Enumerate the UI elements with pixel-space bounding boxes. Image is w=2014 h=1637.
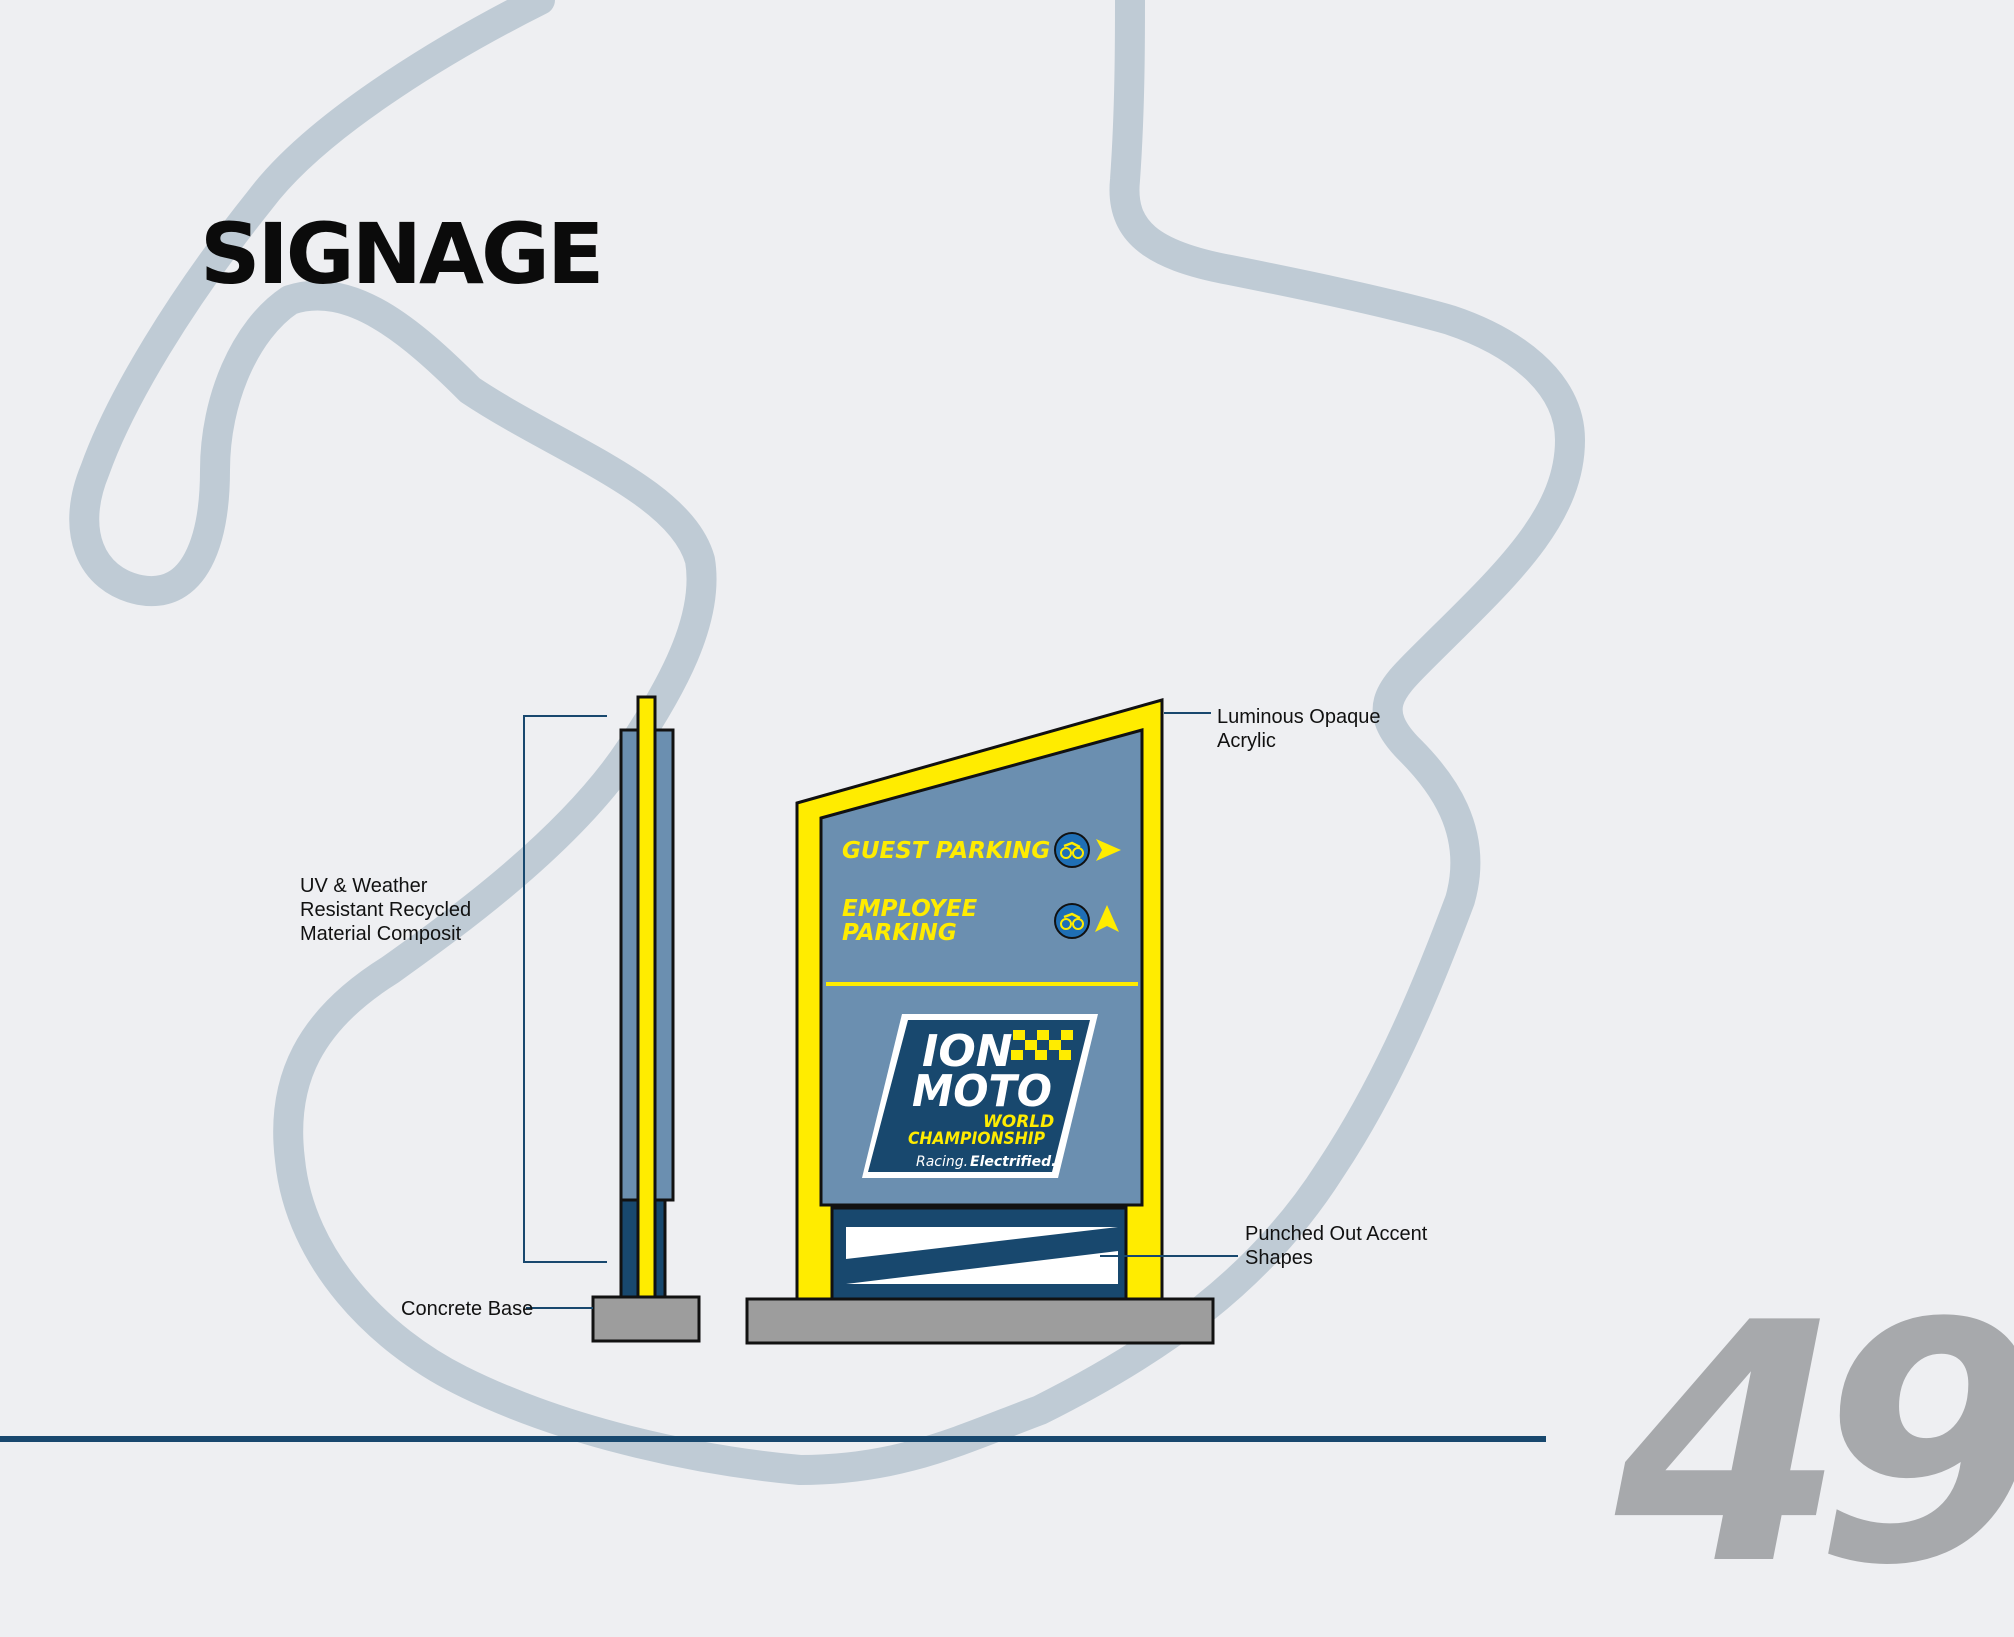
callout-uv-line: Material Composit	[300, 923, 462, 945]
ion-moto-logo: ION MOTO WORLD CHAMPIONSHIP Racing. Elec…	[862, 1014, 1098, 1178]
signage-canvas: GUEST PARKING EMPLOYEE PARKING	[0, 0, 1585, 1485]
callout-accent-line: Punched Out Accent	[1245, 1223, 1428, 1245]
callout-acrylic-line: Luminous Opaque	[1217, 706, 1381, 728]
uv-bracket	[523, 715, 607, 1263]
employee-arrow-up-icon	[1095, 905, 1119, 932]
guest-motorcycle-icon	[1054, 832, 1090, 868]
callout-acrylic: Luminous Opaque Acrylic	[1217, 705, 1380, 753]
callout-accent-line: Shapes	[1245, 1247, 1313, 1269]
callout-concrete-base: Concrete Base	[401, 1297, 533, 1321]
callout-uv-weather: UV & Weather Resistant Recycled Material…	[300, 874, 471, 946]
callout-leaders	[523, 712, 1238, 1309]
callout-base-line: Concrete Base	[401, 1298, 534, 1320]
side-view-yellow-core	[636, 695, 657, 1302]
logo-championship: CHAMPIONSHIP	[908, 1129, 1045, 1149]
page-title: SIGNAGE	[200, 205, 604, 303]
logo-world: WORLD	[983, 1112, 1054, 1132]
checkered-flag-icon	[1011, 1030, 1073, 1060]
sign-front-view: GUEST PARKING EMPLOYEE PARKING	[745, 698, 1215, 1345]
logo-moto: MOTO	[912, 1066, 1052, 1117]
race-track-outline	[69, 0, 1585, 1485]
logo-tagline-racing: Racing.	[916, 1154, 968, 1170]
guest-parking-label: GUEST PARKING	[842, 838, 1050, 864]
employee-parking-label-line1: EMPLOYEE	[842, 896, 978, 922]
logo-tagline-electrified: Electrified.	[970, 1154, 1056, 1170]
punched-out-accent-lower	[846, 1251, 1118, 1284]
guest-arrow-right-icon	[1096, 839, 1121, 861]
callout-uv-line: UV & Weather	[300, 875, 428, 897]
page-number: 49	[1615, 1253, 2014, 1637]
punched-out-accent-upper	[846, 1227, 1118, 1259]
callout-accent-shapes: Punched Out Accent Shapes	[1245, 1222, 1427, 1270]
logo-ion: ION	[922, 1026, 1013, 1077]
front-concrete-base	[745, 1297, 1215, 1345]
side-view-concrete-base	[591, 1295, 701, 1343]
employee-motorcycle-icon	[1054, 903, 1090, 939]
employee-parking-label-line2: PARKING	[842, 920, 957, 946]
callout-uv-line: Resistant Recycled	[300, 899, 472, 921]
sign-side-view	[591, 695, 701, 1343]
callout-acrylic-line: Acrylic	[1217, 730, 1276, 752]
